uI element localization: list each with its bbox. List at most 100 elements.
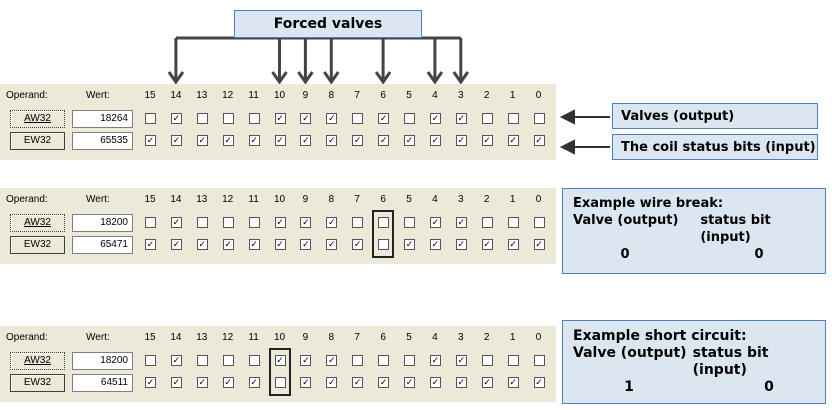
bit-checkbox[interactable]: ✓ [300, 217, 312, 228]
bit-checkbox[interactable]: ✓ [429, 217, 441, 228]
bit-checkbox[interactable]: ✓ [378, 113, 390, 124]
bit-checkbox[interactable]: ✓ [455, 239, 467, 250]
operand-button-ew32[interactable]: EW32 [10, 236, 65, 254]
bit-checkbox[interactable]: ✓ [300, 355, 312, 366]
bit-checkbox[interactable] [404, 113, 415, 124]
bit-checkbox[interactable]: ✓ [170, 135, 182, 146]
bit-checkbox[interactable] [404, 217, 415, 228]
bit-checkbox[interactable]: ✓ [429, 355, 441, 366]
bit-checkbox[interactable]: ✓ [300, 239, 312, 250]
bit-checkbox[interactable]: ✓ [274, 355, 286, 366]
bit-checkbox[interactable]: ✓ [170, 217, 182, 228]
bit-checkbox[interactable]: ✓ [533, 377, 545, 388]
bit-checkbox[interactable]: ✓ [145, 135, 156, 146]
bit-checkbox[interactable]: ✓ [352, 377, 364, 388]
bit-checkbox[interactable]: ✓ [300, 377, 312, 388]
bit-checkbox[interactable]: ✓ [274, 113, 286, 124]
bit-checkbox[interactable]: ✓ [378, 135, 390, 146]
bit-checkbox[interactable]: ✓ [481, 135, 493, 146]
operand-button-aw32[interactable]: AW32 [10, 214, 65, 232]
bit-checkbox[interactable] [378, 355, 390, 366]
operand-button-aw32[interactable]: AW32 [10, 352, 65, 370]
value-field[interactable]: 65471 [72, 236, 133, 254]
bit-checkbox[interactable]: ✓ [196, 239, 208, 250]
bit-checkbox[interactable]: ✓ [481, 377, 493, 388]
bit-checkbox[interactable]: ✓ [170, 113, 182, 124]
bit-checkbox[interactable]: ✓ [170, 377, 182, 388]
bit-checkbox[interactable] [352, 217, 364, 228]
bit-checkbox[interactable]: ✓ [352, 239, 364, 250]
bit-checkbox[interactable] [533, 113, 545, 124]
bit-checkbox[interactable]: ✓ [352, 135, 364, 146]
bit-checkbox[interactable] [481, 113, 493, 124]
bit-checkbox[interactable]: ✓ [170, 355, 182, 366]
value-field[interactable]: 65535 [72, 132, 133, 150]
bit-checkbox[interactable] [481, 217, 493, 228]
bit-checkbox[interactable] [248, 355, 260, 366]
bit-checkbox[interactable] [248, 113, 260, 124]
bit-checkbox[interactable]: ✓ [145, 377, 156, 388]
bit-checkbox[interactable]: ✓ [248, 239, 260, 250]
bit-checkbox[interactable]: ✓ [429, 135, 441, 146]
operand-button-ew32[interactable]: EW32 [10, 374, 65, 392]
bit-checkbox[interactable]: ✓ [196, 135, 208, 146]
bit-checkbox[interactable] [222, 217, 234, 228]
bit-checkbox[interactable] [533, 217, 545, 228]
bit-checkbox[interactable]: ✓ [507, 239, 519, 250]
bit-checkbox[interactable]: ✓ [196, 377, 208, 388]
bit-checkbox[interactable] [222, 355, 234, 366]
bit-checkbox[interactable]: ✓ [300, 113, 312, 124]
bit-checkbox[interactable]: ✓ [300, 135, 312, 146]
bit-checkbox[interactable] [507, 355, 519, 366]
bit-checkbox[interactable]: ✓ [248, 135, 260, 146]
bit-checkbox[interactable]: ✓ [274, 135, 286, 146]
operand-button-ew32[interactable]: EW32 [10, 132, 65, 150]
bit-checkbox[interactable] [274, 377, 286, 388]
bit-checkbox[interactable] [507, 113, 519, 124]
bit-checkbox[interactable] [196, 113, 208, 124]
bit-checkbox[interactable]: ✓ [455, 377, 467, 388]
bit-checkbox[interactable]: ✓ [326, 113, 338, 124]
bit-checkbox[interactable]: ✓ [404, 377, 415, 388]
bit-checkbox[interactable]: ✓ [507, 377, 519, 388]
bit-checkbox[interactable]: ✓ [378, 377, 390, 388]
operand-button-aw32[interactable]: AW32 [10, 110, 65, 128]
bit-checkbox[interactable] [378, 239, 390, 250]
bit-checkbox[interactable] [507, 217, 519, 228]
bit-checkbox[interactable] [196, 217, 208, 228]
bit-checkbox[interactable]: ✓ [481, 239, 493, 250]
bit-checkbox[interactable]: ✓ [404, 135, 415, 146]
bit-checkbox[interactable]: ✓ [274, 239, 286, 250]
bit-checkbox[interactable]: ✓ [326, 135, 338, 146]
bit-checkbox[interactable]: ✓ [455, 217, 467, 228]
bit-checkbox[interactable] [145, 355, 156, 366]
bit-checkbox[interactable] [222, 113, 234, 124]
bit-checkbox[interactable]: ✓ [326, 355, 338, 366]
bit-checkbox[interactable]: ✓ [455, 135, 467, 146]
value-field[interactable]: 18200 [72, 214, 133, 232]
bit-checkbox[interactable]: ✓ [222, 239, 234, 250]
bit-checkbox[interactable]: ✓ [170, 239, 182, 250]
value-field[interactable]: 18264 [72, 110, 133, 128]
bit-checkbox[interactable]: ✓ [326, 217, 338, 228]
bit-checkbox[interactable]: ✓ [429, 239, 441, 250]
bit-checkbox[interactable]: ✓ [222, 135, 234, 146]
value-field[interactable]: 64511 [72, 374, 133, 392]
bit-checkbox[interactable]: ✓ [429, 113, 441, 124]
bit-checkbox[interactable]: ✓ [326, 239, 338, 250]
bit-checkbox[interactable]: ✓ [455, 113, 467, 124]
bit-checkbox[interactable]: ✓ [326, 377, 338, 388]
bit-checkbox[interactable] [352, 355, 364, 366]
bit-checkbox[interactable] [145, 217, 156, 228]
bit-checkbox[interactable]: ✓ [429, 377, 441, 388]
bit-checkbox[interactable]: ✓ [145, 239, 156, 250]
bit-checkbox[interactable] [248, 217, 260, 228]
value-field[interactable]: 18200 [72, 352, 133, 370]
bit-checkbox[interactable]: ✓ [533, 239, 545, 250]
bit-checkbox[interactable]: ✓ [455, 355, 467, 366]
bit-checkbox[interactable]: ✓ [248, 377, 260, 388]
bit-checkbox[interactable] [404, 355, 415, 366]
bit-checkbox[interactable] [196, 355, 208, 366]
bit-checkbox[interactable] [352, 113, 364, 124]
bit-checkbox[interactable]: ✓ [274, 217, 286, 228]
